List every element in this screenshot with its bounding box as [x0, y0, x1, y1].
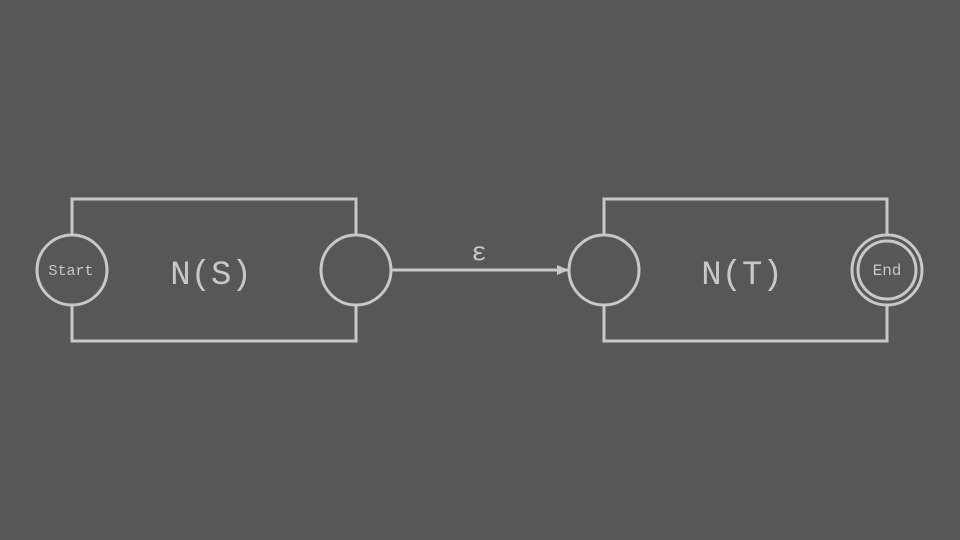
end-state-label: End	[873, 262, 902, 280]
right-box-label: N(T)	[701, 257, 783, 295]
end-state[interactable]: End	[850, 233, 924, 307]
epsilon-transition: ε	[391, 238, 569, 275]
left-box-label: N(S)	[170, 257, 252, 295]
start-state[interactable]: Start	[35, 233, 109, 307]
nfa-s-final-state[interactable]	[319, 233, 393, 307]
start-state-label: Start	[48, 263, 93, 280]
transition-label: ε	[471, 238, 487, 268]
left-box-nfa-s: N(S)	[70, 197, 358, 343]
right-box-nfa-t: N(T)	[602, 197, 889, 343]
nfa-t-initial-state[interactable]	[567, 233, 641, 307]
